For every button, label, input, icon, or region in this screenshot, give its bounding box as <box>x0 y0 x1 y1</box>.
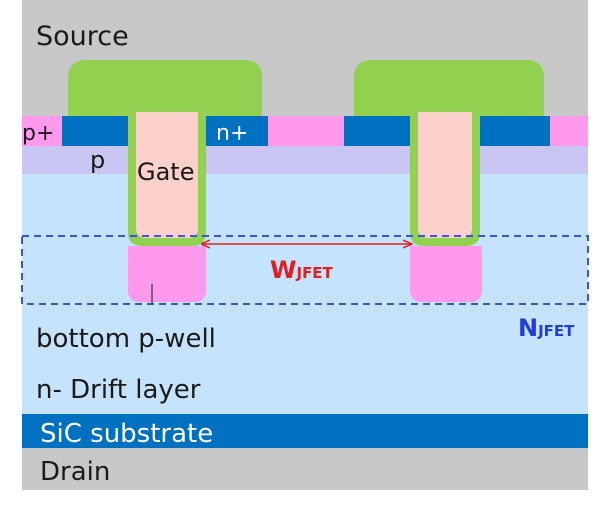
sic-substrate-label: SiC substrate <box>40 419 213 449</box>
w-jfet-main: W <box>270 256 296 284</box>
drift-layer-label: n- Drift layer <box>36 375 201 405</box>
w-jfet-sub: JFET <box>295 264 333 282</box>
bottom-p-well <box>128 246 206 302</box>
gate-contact <box>354 60 544 116</box>
p-label: p <box>90 146 105 174</box>
drain-label: Drain <box>40 457 110 487</box>
n-plus-label: n+ <box>216 121 248 146</box>
n-jfet-main: N <box>518 314 538 342</box>
n-jfet-label: NJFET <box>518 314 575 342</box>
gate-label: Gate <box>137 158 194 186</box>
drain-metal <box>22 448 588 490</box>
p-plus-label: p+ <box>22 121 54 146</box>
drift-layer <box>22 174 588 414</box>
n-jfet-sub: JFET <box>537 322 575 340</box>
gate-contact <box>68 60 262 116</box>
jfet-region-box <box>21 235 589 305</box>
bottom-p-well <box>410 246 482 302</box>
sic-substrate <box>22 414 588 448</box>
bottom-p-well-label: bottom p-well <box>36 324 216 354</box>
source-label: Source <box>36 21 129 52</box>
p-body-layer <box>22 145 588 175</box>
gate-poly <box>418 112 472 238</box>
gate-poly <box>136 112 198 238</box>
w-jfet-label: WJFET <box>270 256 334 284</box>
